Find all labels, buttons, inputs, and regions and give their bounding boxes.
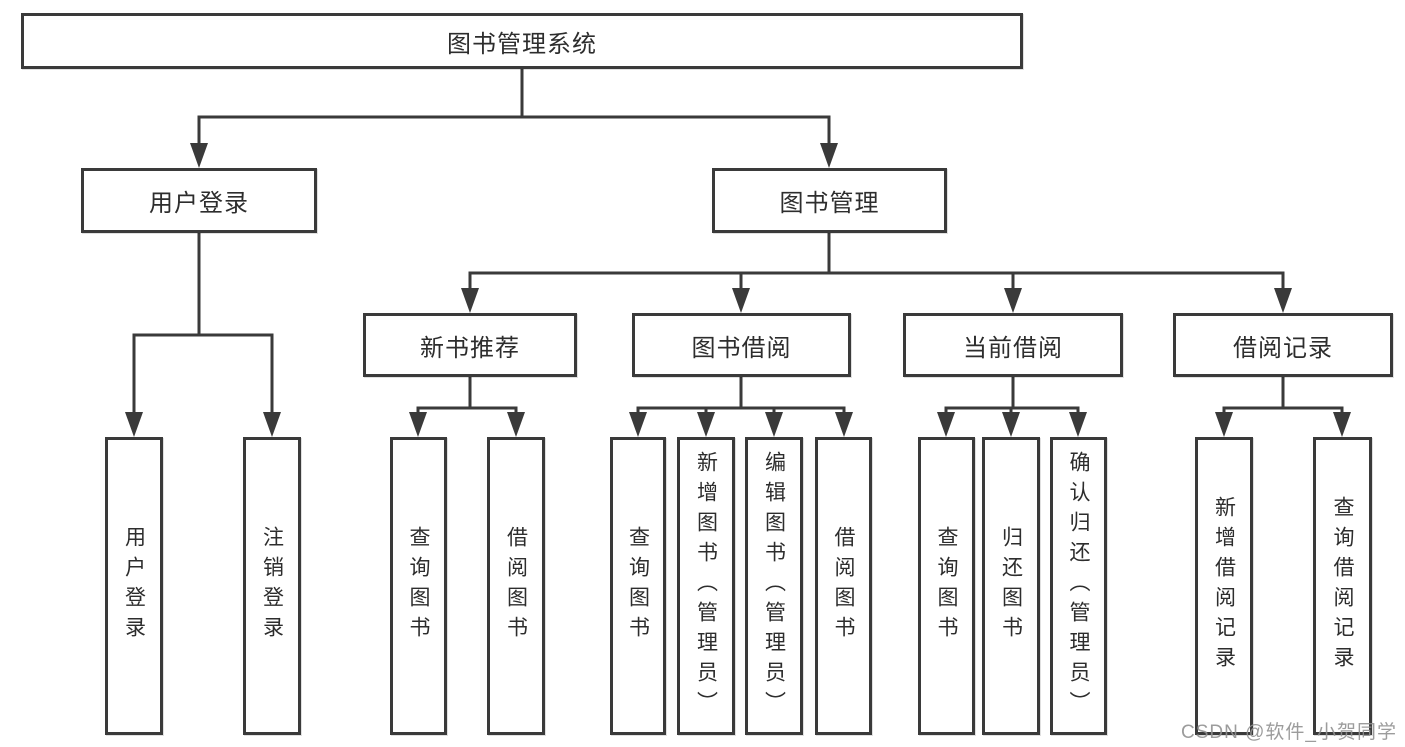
leaf-query-books-borrow: 查询图书	[610, 437, 666, 735]
leaf-query-books-current-label: 查询图书	[935, 526, 958, 646]
node-user-login-label: 用户登录	[149, 190, 249, 217]
leaf-query-books-recommend-label: 查询图书	[407, 526, 430, 646]
node-book-borrow-label: 图书借阅	[691, 334, 792, 362]
leaf-edit-book-admin: 编辑图书（管理员）	[745, 437, 803, 735]
leaf-borrow-books-label: 借阅图书	[832, 526, 855, 646]
leaf-confirm-return-admin: 确认归还（管理员）	[1050, 437, 1107, 735]
leaf-edit-book-admin-label: 编辑图书（管理员）	[762, 451, 786, 721]
node-book-management: 图书管理	[712, 168, 947, 233]
connector-lines	[132, 69, 1344, 414]
leaf-return-book: 归还图书	[982, 437, 1040, 735]
leaf-logout: 注销登录	[243, 437, 301, 735]
leaf-add-book-admin-label: 新增图书（管理员）	[694, 451, 718, 721]
leaf-query-books-recommend: 查询图书	[390, 437, 447, 735]
leaf-user-login-label: 用户登录	[122, 526, 146, 646]
leaf-user-login: 用户登录	[105, 437, 163, 735]
node-new-book-recommend: 新书推荐	[363, 313, 577, 377]
leaf-add-borrow-record-label: 新增借阅记录	[1212, 496, 1236, 676]
leaf-add-borrow-record: 新增借阅记录	[1195, 437, 1253, 735]
leaf-query-borrow-record: 查询借阅记录	[1313, 437, 1372, 735]
leaf-add-book-admin: 新增图书（管理员）	[677, 437, 735, 735]
leaf-query-books-borrow-label: 查询图书	[626, 526, 650, 646]
leaf-borrow-books-recommend-label: 借阅图书	[504, 526, 528, 646]
leaf-logout-label: 注销登录	[260, 526, 284, 646]
node-current-borrow: 当前借阅	[903, 313, 1123, 377]
node-root-label: 图书管理系统	[447, 30, 597, 58]
node-user-login: 用户登录	[81, 168, 317, 233]
arrowheads	[125, 143, 1351, 437]
node-borrow-records: 借阅记录	[1173, 313, 1393, 377]
node-new-book-recommend-label: 新书推荐	[420, 334, 520, 362]
leaf-borrow-books-recommend: 借阅图书	[487, 437, 545, 735]
node-book-borrow: 图书借阅	[632, 313, 851, 377]
leaf-return-book-label: 归还图书	[999, 526, 1023, 646]
node-root: 图书管理系统	[21, 13, 1023, 69]
leaf-confirm-return-admin-label: 确认归还（管理员）	[1067, 451, 1090, 721]
leaf-query-books-current: 查询图书	[918, 437, 975, 735]
leaf-borrow-books: 借阅图书	[815, 437, 872, 735]
node-book-management-label: 图书管理	[779, 190, 880, 217]
node-current-borrow-label: 当前借阅	[963, 334, 1063, 362]
watermark-text: CSDN @软件_小贺同学	[1181, 722, 1397, 743]
node-borrow-records-label: 借阅记录	[1233, 334, 1333, 362]
leaf-query-borrow-record-label: 查询借阅记录	[1331, 496, 1354, 676]
